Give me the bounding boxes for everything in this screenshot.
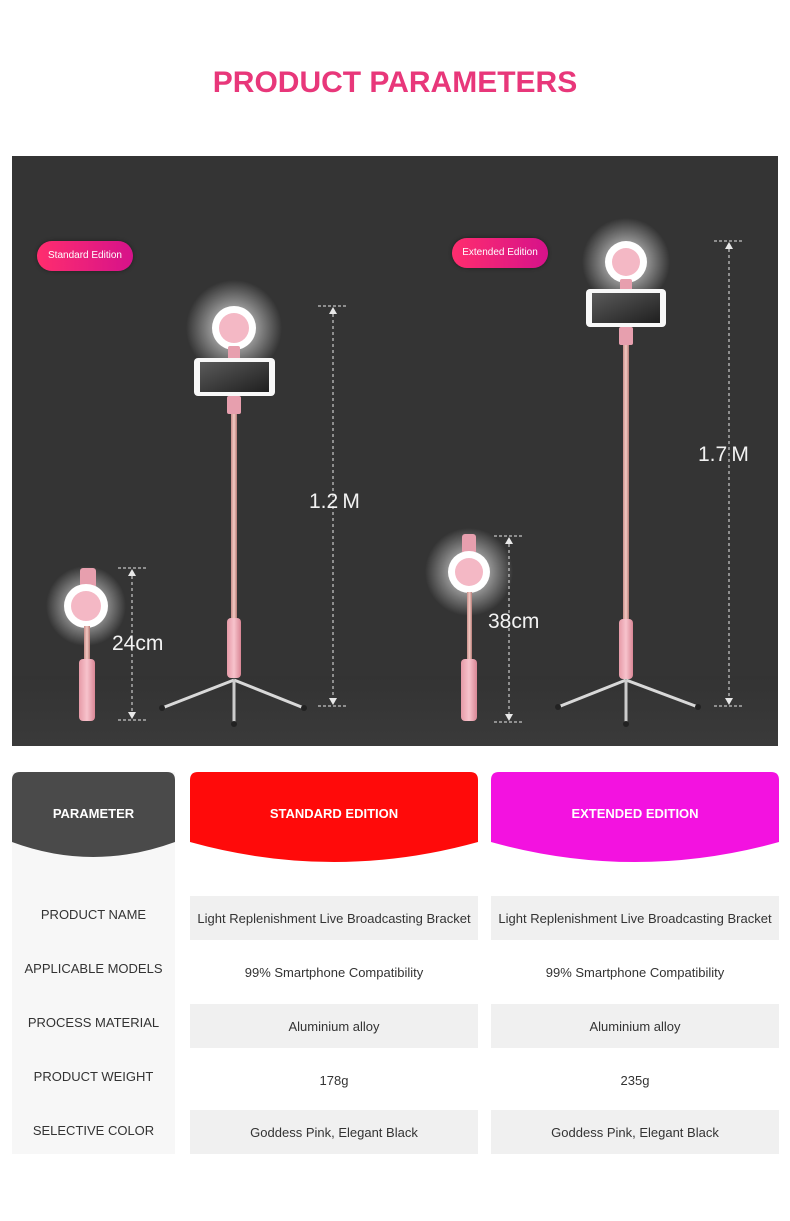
extended-value-cell: Goddess Pink, Elegant Black xyxy=(491,1110,779,1154)
standard-edition-badge: Standard Edition xyxy=(37,241,133,271)
dimension-lines xyxy=(118,240,744,723)
standard-edition-header-label: STANDARD EDITION xyxy=(269,806,399,821)
extended-tripod-stick xyxy=(555,218,701,727)
product-hero-image: Standard Edition Extended Edition 24cm 1… xyxy=(12,156,778,746)
product-illustration xyxy=(12,156,778,746)
standard-value-cell: Goddess Pink, Elegant Black xyxy=(190,1110,478,1154)
extended-value-cell: 235g xyxy=(620,1072,650,1088)
extended-short-stick xyxy=(425,528,513,721)
extended-value-cell: Light Replenishment Live Broadcasting Br… xyxy=(491,896,779,940)
standard-value-cell: Aluminium alloy xyxy=(190,1004,478,1048)
parameter-header: PARAMETER xyxy=(12,772,175,870)
standard-value-cell: 178g xyxy=(319,1072,349,1088)
dimension-label-extended-tall: 1.7 M xyxy=(698,443,749,466)
param-label: PRODUCT WEIGHT xyxy=(33,1068,154,1084)
dimension-label-extended-short: 38cm xyxy=(488,610,540,633)
extended-edition-header-label: EXTENDED EDITION xyxy=(571,806,699,821)
standard-value-cell: Light Replenishment Live Broadcasting Br… xyxy=(190,896,478,940)
dimension-label-standard-short: 24cm xyxy=(112,632,164,655)
standard-tripod-stick xyxy=(159,280,307,727)
dimension-label-standard-tall: 1.2 M xyxy=(309,490,360,513)
extended-edition-header: EXTENDED EDITION xyxy=(491,772,779,870)
param-label: PRODUCT NAME xyxy=(40,906,147,922)
param-label: PROCESS MATERIAL xyxy=(27,1014,160,1030)
extended-value-cell: Aluminium alloy xyxy=(491,1004,779,1048)
standard-edition-header: STANDARD EDITION xyxy=(190,772,478,870)
param-label: SELECTIVE COLOR xyxy=(32,1122,155,1138)
dimension-arrows xyxy=(128,242,733,721)
extended-edition-column: EXTENDED EDITION Light Replenishment Liv… xyxy=(491,772,779,1154)
standard-value-cell: 99% Smartphone Compatibility xyxy=(244,964,424,980)
page-title: PRODUCT PARAMETERS xyxy=(212,66,578,99)
extended-value-cell: 99% Smartphone Compatibility xyxy=(545,964,725,980)
standard-short-stick xyxy=(46,566,126,721)
extended-edition-badge: Extended Edition xyxy=(452,238,548,268)
standard-edition-column: STANDARD EDITION Light Replenishment Liv… xyxy=(190,772,478,1154)
param-label: APPLICABLE MODELS xyxy=(24,960,163,976)
parameter-header-label: PARAMETER xyxy=(52,806,135,821)
parameter-column: PARAMETER PRODUCT NAME APPLICABLE MODELS… xyxy=(12,772,175,1154)
